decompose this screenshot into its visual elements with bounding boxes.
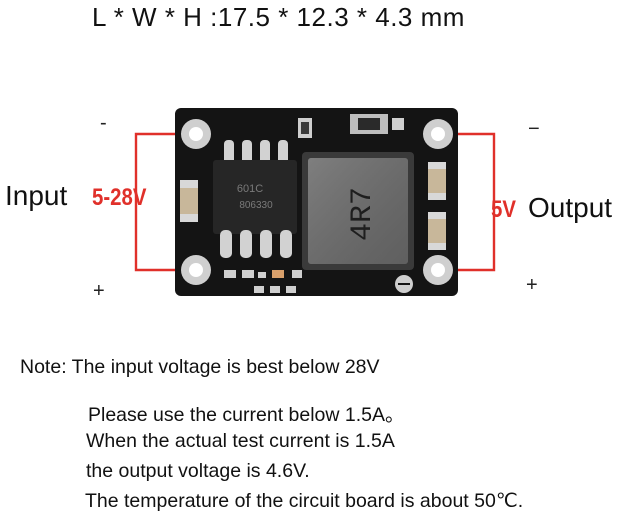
input-wire <box>134 132 194 272</box>
input-plus-pad <box>181 255 211 285</box>
input-plus-sign: + <box>93 280 105 302</box>
output-minus-pad <box>423 119 453 149</box>
inductor-marking: 4R7 <box>346 187 380 241</box>
output-label: Output <box>528 192 613 223</box>
inductor: 4R7 <box>302 152 414 270</box>
input-minus-pad <box>181 119 211 149</box>
ic-marking-1: 601C <box>237 183 263 195</box>
input-minus-sign: - <box>100 112 107 134</box>
ic-marking-2: 806330 <box>239 200 273 211</box>
output-plus-pad <box>423 255 453 285</box>
note-line-5: The temperature of the circuit board is … <box>85 490 524 512</box>
small-components-top <box>298 114 404 138</box>
output-voltage: 5V <box>491 196 516 223</box>
input-label: Input <box>5 180 68 211</box>
output-minus-sign: − <box>528 118 540 140</box>
ic-chip <box>213 160 297 234</box>
ground-via <box>395 275 413 293</box>
output-capacitors <box>428 162 446 250</box>
input-voltage: 5-28V <box>92 184 147 211</box>
note-line-1: Note: The input voltage is best below 28… <box>20 356 380 378</box>
dimensions-title: L * W * H :17.5 * 12.3 * 4.3 mm <box>92 2 465 32</box>
input-capacitor <box>180 180 198 222</box>
output-wire <box>440 132 496 272</box>
pcb-illustration: 601C 806330 4R7 <box>134 108 496 296</box>
output-plus-sign: + <box>526 274 538 296</box>
note-line-3: When the actual test current is 1.5A <box>86 430 395 452</box>
note-line-2: Please use the current below 1.5A。 <box>88 404 405 426</box>
ic-bottom-pins <box>220 230 292 258</box>
note-line-4: the output voltage is 4.6V. <box>86 460 310 482</box>
ic-top-pins <box>224 140 288 164</box>
small-components-bottom <box>224 270 302 293</box>
